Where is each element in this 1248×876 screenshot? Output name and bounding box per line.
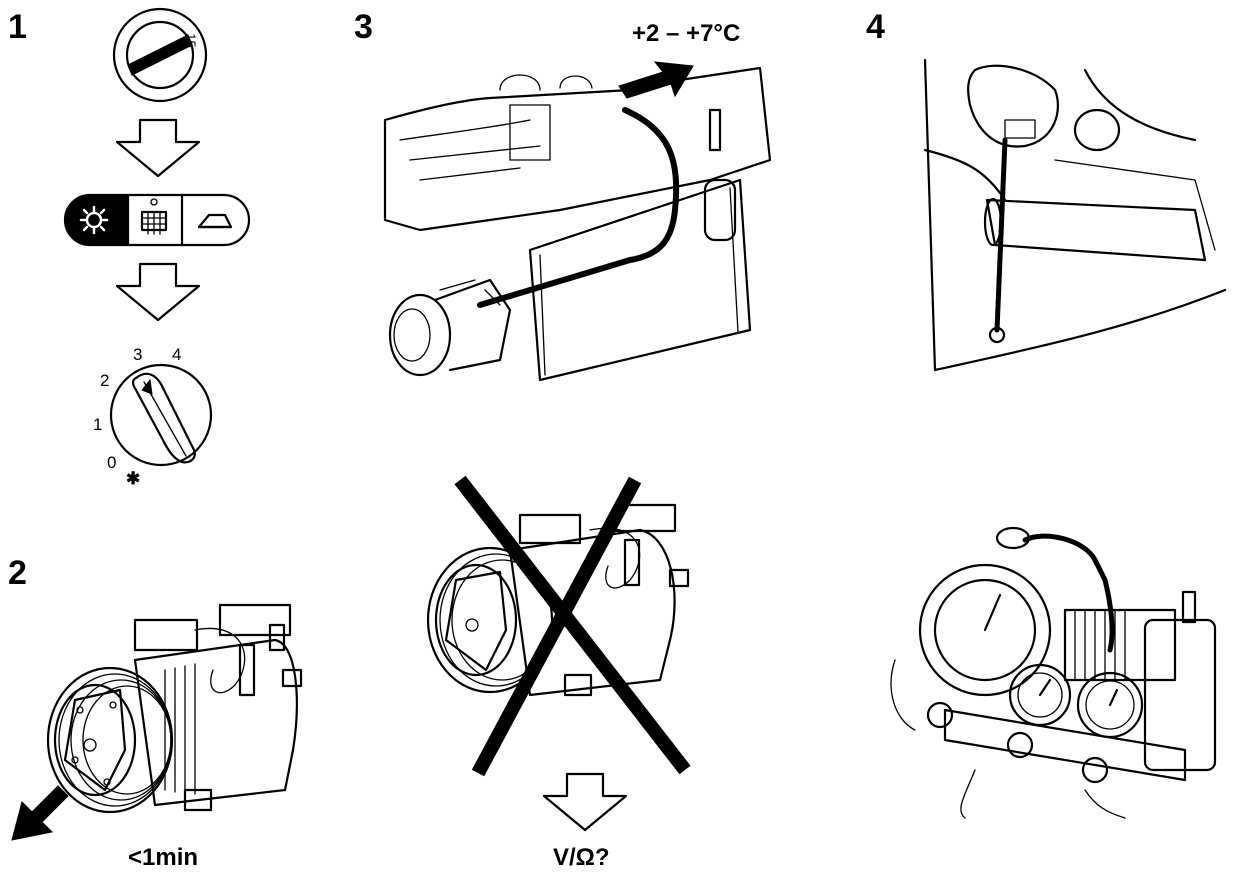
outline-down-arrow-icon [115,262,201,322]
ac-service-station-drawing [890,526,1217,819]
ignition-key-icon [112,7,208,103]
time-limit-label: <1min [128,844,199,871]
fan-position-2: 2 [100,371,110,390]
cross-out-icon [454,475,691,777]
fan-position-1: 1 [93,415,103,434]
outline-down-arrow-icon [542,772,628,832]
temperature-range-label: +2 – +7°C [632,20,741,47]
ignition-position-mark: 15 [183,33,199,48]
step-number-2: 2 [8,554,27,592]
solid-pointer-arrow-icon [618,61,694,99]
climate-button-panel [63,193,251,247]
fan-position-3: 3 [133,345,143,364]
engine-bay-drawing [383,66,772,382]
measurement-query-label: V/Ω? [553,844,610,871]
disconnected-compressor-drawing [426,503,690,697]
rear-defrost-icon [140,198,168,235]
ac-fan-icon [79,205,109,235]
recirculation-icon [197,213,233,229]
ac-compressor-drawing [46,603,303,814]
step-number-3: 3 [354,8,373,46]
step-number-1: 1 [8,8,27,46]
solid-pointer-arrow-icon [11,785,69,841]
fan-speed-dial [109,363,213,467]
refrigerant-sight-glass-drawing [923,58,1227,372]
snowflake-icon: ✱ [126,469,141,488]
fan-position-0: 0 [107,453,117,472]
step-number-4: 4 [866,8,885,46]
outline-down-arrow-icon [115,118,201,178]
fan-position-4: 4 [172,345,182,364]
